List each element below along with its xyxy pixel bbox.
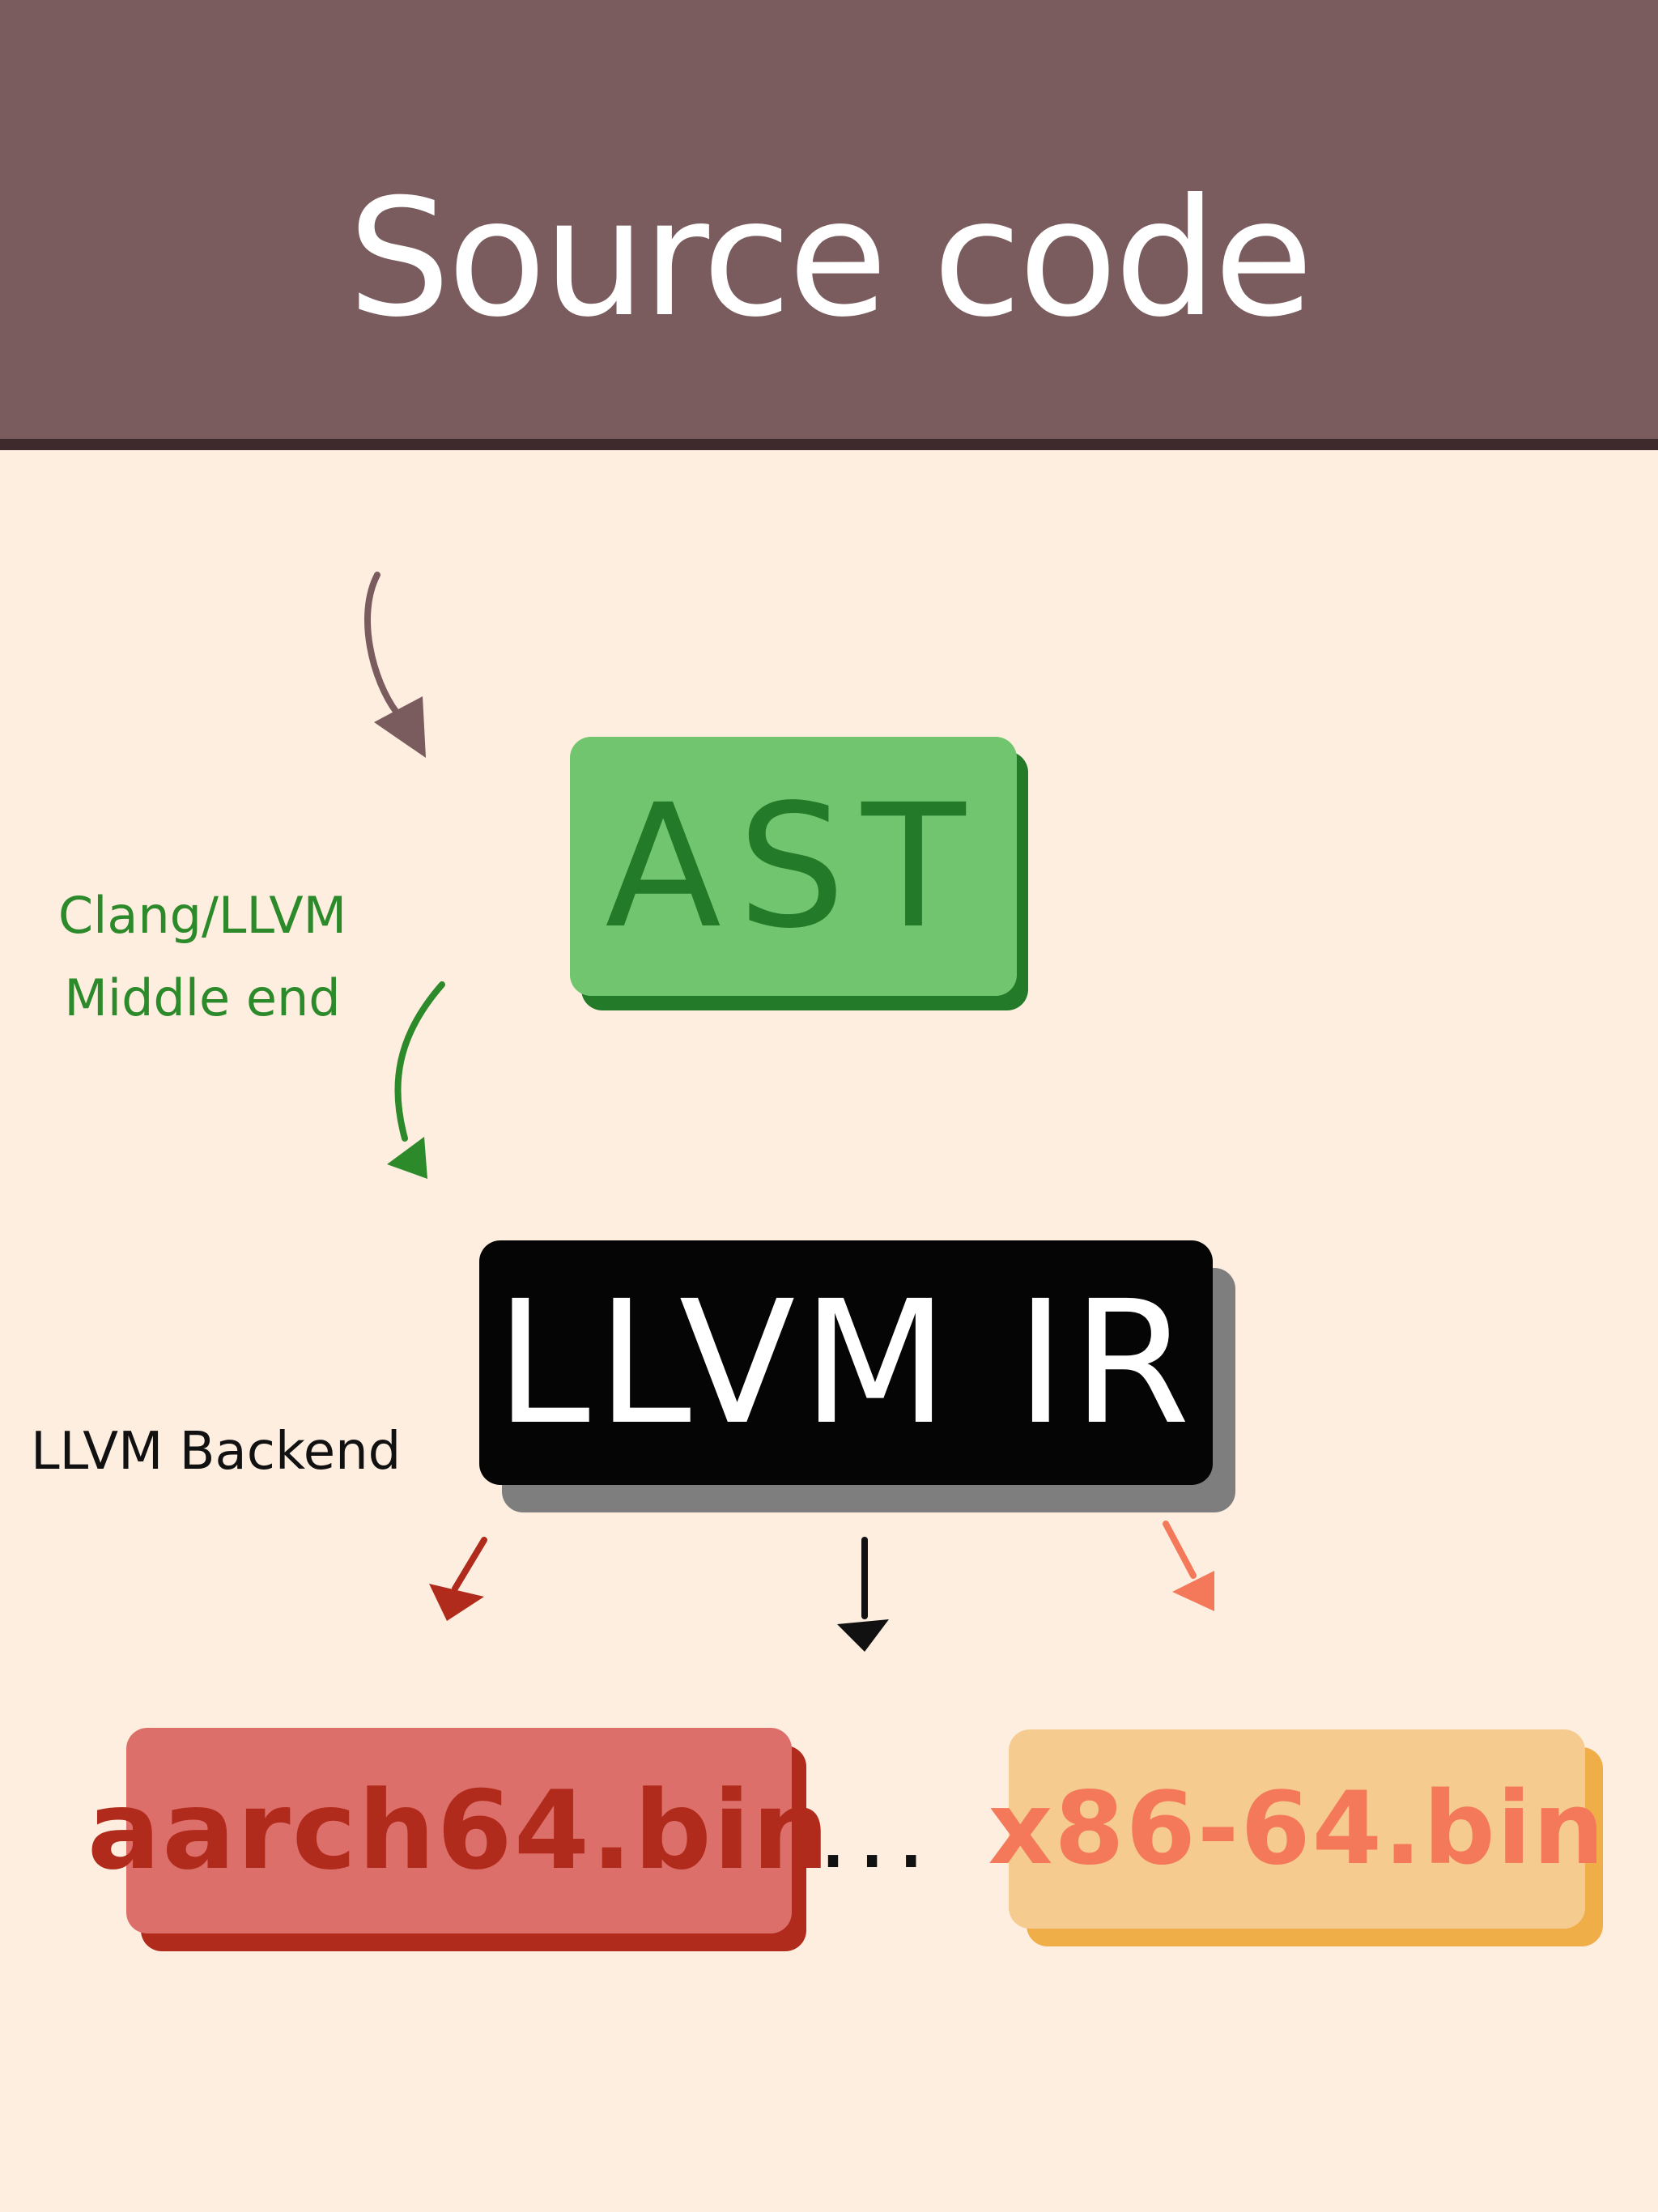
middle-end-label-line1: Clang/LLVM	[57, 886, 347, 945]
arrow-ir-to-x86	[1163, 1521, 1214, 1611]
ast-node: AST	[570, 737, 1017, 996]
middle-end-label-line2: Middle end	[64, 968, 341, 1027]
arrow-ir-to-aarch64	[429, 1537, 487, 1621]
x86-64-node: x86-64.bin	[988, 1729, 1605, 1929]
aarch64-label: aarch64.bin	[87, 1767, 831, 1894]
x86-64-label: x86-64.bin	[988, 1771, 1606, 1887]
header-title: Source code	[347, 164, 1314, 353]
header-banner: Source code	[0, 0, 1658, 450]
middle-end-label: Clang/LLVM Middle end	[16, 874, 389, 1040]
arrow-ir-to-ellipsis	[837, 1537, 889, 1652]
backend-label: LLVM Backend	[31, 1422, 402, 1482]
llvm-ir-node: LLVM IR	[479, 1240, 1213, 1485]
llvm-ir-label: LLVM IR	[495, 1263, 1197, 1462]
ast-label: AST	[605, 767, 982, 966]
ellipsis: ...	[818, 1778, 935, 1891]
arrow-source-to-ast	[364, 572, 426, 758]
aarch64-node: aarch64.bin	[87, 1728, 829, 1933]
arrow-ast-to-ir	[387, 981, 445, 1179]
